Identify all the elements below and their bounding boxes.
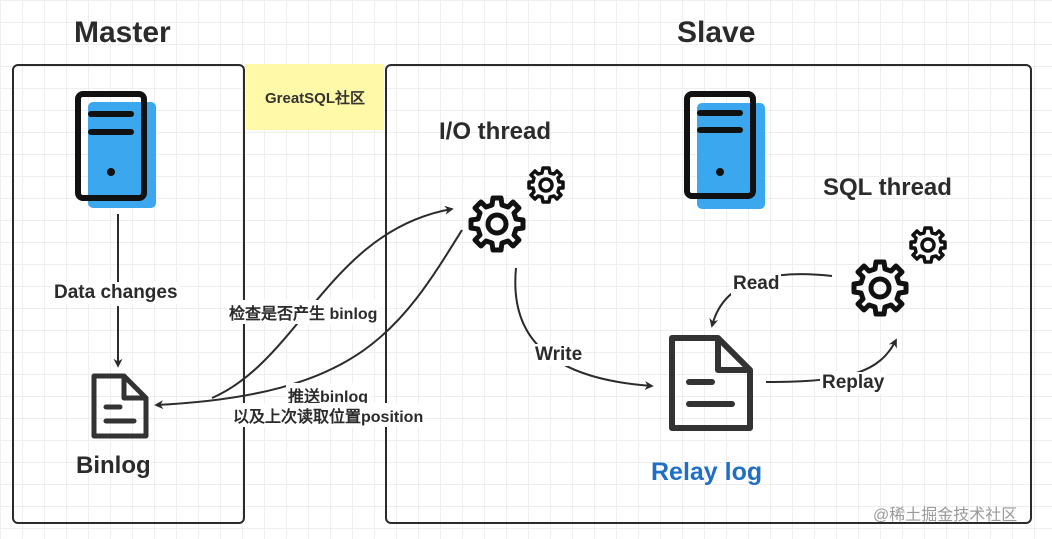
sql-thread-label: SQL thread <box>823 174 952 201</box>
relay-log-label: Relay log <box>651 458 763 486</box>
binlog-label: Binlog <box>76 452 151 479</box>
master-title: Master <box>74 16 171 49</box>
write-arrow <box>514 267 654 390</box>
slave-server-icon <box>684 91 765 209</box>
push-binlog-label-line2: 以及上次读取位置position <box>231 403 426 427</box>
watermark: @稀土掘金技术社区 <box>873 507 1018 524</box>
replay-label: Replay <box>820 372 887 394</box>
slave-box <box>385 64 1032 524</box>
slave-title: Slave <box>677 16 756 49</box>
push-binlog-arrow <box>154 229 463 410</box>
check-binlog-arrow <box>211 205 454 399</box>
greatsql-note: GreatSQL社区 <box>246 64 384 130</box>
data-changes-label: Data changes <box>52 282 180 304</box>
master-server-icon <box>75 91 156 208</box>
sql-thread-gear-icon <box>854 226 947 314</box>
read-label: Read <box>731 273 782 295</box>
master-box <box>12 64 245 524</box>
io-thread-gear-icon <box>471 166 565 250</box>
relay-log-document-icon <box>669 335 753 431</box>
check-binlog-label: 检查是否产生 binlog <box>227 300 380 324</box>
io-thread-label: I/O thread <box>439 118 552 145</box>
binlog-document-icon <box>91 373 149 439</box>
write-label: Write <box>533 344 585 366</box>
